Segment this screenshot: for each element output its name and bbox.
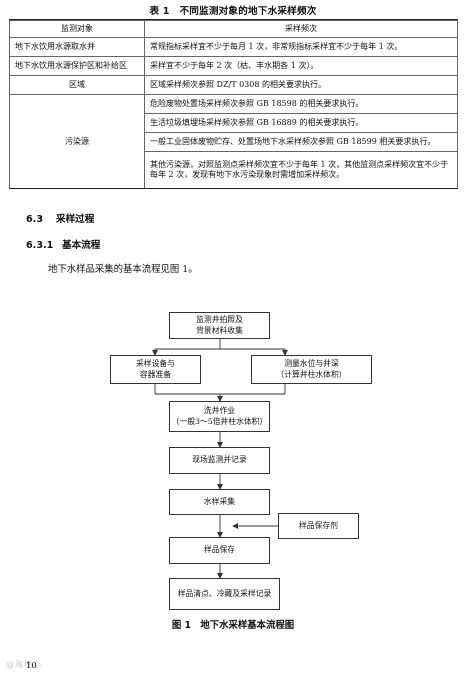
flow-box-field-monitoring: 现场监测并记录	[169, 447, 270, 474]
cell-frequency: 其他污染源，对照监测点采样频次宜不少于每年 1 次，其他监测点采样频次宜不少于每…	[144, 151, 458, 189]
flow-box-sample-preservation: 样品保存	[169, 537, 270, 564]
flow-box-preservative: 样品保存剂	[278, 513, 359, 539]
table-header-row: 监测对象 采样频次	[9, 20, 458, 38]
section-heading-6-3: 6.3 采样过程	[26, 211, 94, 225]
table-row: 污染源 危险废物处置场采样频次参照 GB 18598 的相关要求执行。	[9, 94, 458, 189]
flow-box-inventory-record: 样品清点、冷藏及采样记录	[169, 578, 280, 610]
table-row: 其他污染源，对照监测点采样频次宜不少于每年 1 次，其他监测点采样频次宜不少于每…	[10, 151, 458, 189]
flow-box-photo-background: 监测井拍照及 背景材料收集	[169, 312, 270, 339]
figure-caption: 图 1 地下水采样基本流程图	[171, 620, 295, 631]
flow-box-water-sampling: 水样采集	[169, 489, 270, 515]
flow-box-well-purging: 洗井作业 （一般3～5倍井柱水体积）	[169, 401, 270, 432]
cell-pollution-source: 污染源	[9, 94, 145, 189]
section-title: 采样过程	[56, 214, 95, 225]
section-number: 6.3.1	[26, 240, 54, 251]
body-paragraph: 地下水样品采集的基本流程见图 1。	[48, 264, 198, 275]
section-heading-6-3-1: 6.3.1 基本流程	[26, 237, 100, 251]
section-title: 基本流程	[62, 240, 101, 251]
table-row: 地下水饮用水源取水井 常规指标采样宜不少于每月 1 次，非常规指标采样宜不少于每…	[9, 37, 458, 57]
table-caption: 表 1 不同监测对象的地下水采样频次	[149, 6, 317, 17]
page-number: 10	[26, 661, 37, 671]
table-top-rule	[9, 19, 458, 20]
flow-box-equipment-prep: 采样设备与 容器准备	[110, 355, 201, 384]
flow-box-water-level: 测量水位与井深 （计算井柱水体积）	[251, 355, 372, 384]
table-bottom-rule	[9, 188, 458, 189]
sampling-frequency-table: 监测对象 采样频次 地下水饮用水源取水井 常规指标采样宜不少于每月 1 次，非常…	[9, 20, 458, 189]
watermark: @淘地心	[6, 660, 42, 669]
section-number: 6.3	[26, 214, 43, 225]
